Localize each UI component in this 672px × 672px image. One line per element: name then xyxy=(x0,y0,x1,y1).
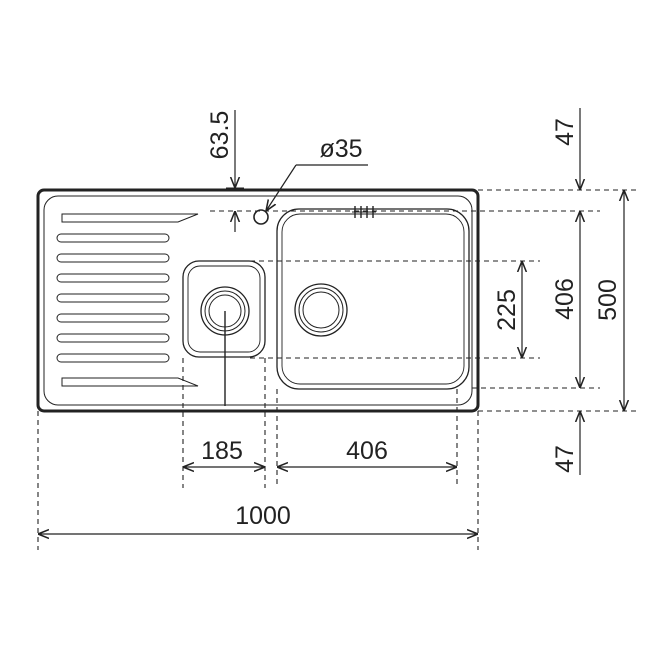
tap-hole-diameter-label: ø35 xyxy=(319,135,362,163)
dimension-large-bowl-height: 406 xyxy=(551,211,580,388)
small-bowl-width-label: 185 xyxy=(201,437,243,465)
dimension-overall-width: 1000 xyxy=(38,502,478,534)
small-bowl-height-label: 225 xyxy=(493,289,521,331)
dimension-large-bowl-width: 406 xyxy=(277,437,457,467)
extension-lines xyxy=(37,189,640,550)
tap-hole xyxy=(253,164,368,225)
bottom-margin-label: 47 xyxy=(551,445,579,473)
dimension-top-margin: 47 xyxy=(551,108,580,190)
small-bowl xyxy=(182,260,266,406)
dimension-small-bowl-width: 185 xyxy=(183,437,265,467)
large-bowl-height-label: 406 xyxy=(551,278,579,320)
top-margin-label: 47 xyxy=(551,118,579,146)
large-bowl xyxy=(276,206,470,390)
tap-offset-label: 63.5 xyxy=(206,111,234,160)
large-bowl-width-label: 406 xyxy=(346,437,388,465)
drainer-grooves xyxy=(56,213,199,387)
dimension-tap-offset: 63.5 xyxy=(206,110,244,232)
dimension-small-bowl-height: 225 xyxy=(493,261,522,358)
overall-depth-label: 500 xyxy=(594,279,622,321)
sink-outline xyxy=(36,188,480,413)
overall-width-label: 1000 xyxy=(235,502,291,530)
dimension-bottom-margin: 47 xyxy=(551,411,580,475)
dimension-overall-depth: 500 xyxy=(594,190,624,411)
